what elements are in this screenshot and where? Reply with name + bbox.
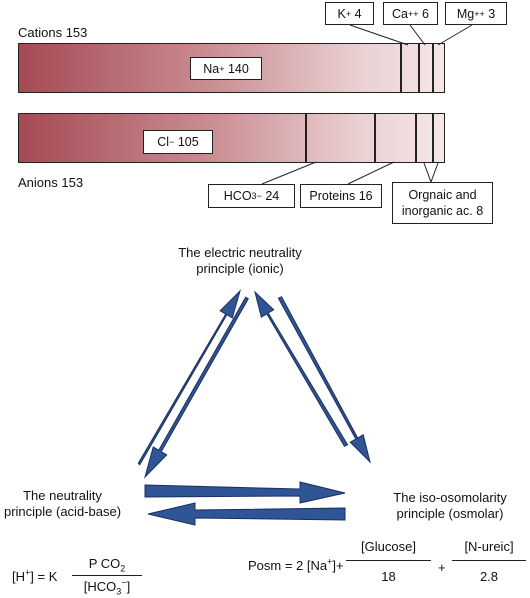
arrow-bottom-right	[144, 481, 346, 504]
h-den-sup: −	[121, 577, 127, 588]
mg-value: 3	[488, 6, 496, 21]
ca-symbol: Ca	[392, 6, 409, 21]
arrow-left-down	[144, 296, 249, 479]
electric-neutrality-label: The electric neutrality principle (ionic…	[165, 245, 315, 277]
mg-box: Mg++ 3	[445, 2, 507, 25]
arrow-left-up	[137, 289, 242, 466]
mg-symbol: Mg	[456, 6, 475, 21]
osm-glucose-denominator: 18	[346, 569, 431, 585]
na-box: Na+ 140	[190, 57, 262, 80]
osm-lhs-post: ]+	[332, 558, 344, 573]
proteins-label: Proteins 16	[309, 189, 373, 203]
h-fraction-line	[72, 575, 142, 576]
h-formula-denominator: [HCO3−]	[72, 577, 142, 597]
osm-urea: [N-ureic]	[464, 539, 514, 554]
iso-osmolarity-label: The iso-osomolarity principle (osmolar)	[385, 490, 515, 522]
cl-symbol: Cl	[157, 135, 170, 149]
osm-formula-lhs: Posm = 2 [Na+]+	[248, 556, 344, 574]
na-value: 140	[227, 61, 249, 76]
ca-connector	[409, 24, 426, 46]
cations-divider-k	[400, 43, 402, 93]
arrow-bottom-left	[147, 502, 346, 526]
osm-plus: +	[438, 560, 446, 575]
proteins-box: Proteins 16	[300, 184, 382, 208]
osm-glucose-den: 18	[381, 569, 396, 584]
mg-connector	[437, 24, 473, 46]
hco3-connector	[261, 161, 317, 185]
osm-glucose: [Glucose]	[361, 539, 416, 554]
h-lhs-post: ] = K	[30, 569, 58, 584]
k-value: 4	[354, 6, 362, 21]
ca-value: 6	[422, 6, 429, 21]
osm-glucose-numerator: [Glucose]	[346, 539, 431, 555]
anions-bar	[18, 113, 445, 163]
cl-box: Cl− 105	[143, 130, 213, 154]
na-symbol: Na	[203, 61, 220, 76]
proteins-connector	[347, 161, 395, 185]
anions-divider-hco3	[305, 113, 307, 163]
anions-label: Anions 153	[18, 175, 84, 190]
h-den-post: ]	[126, 579, 131, 594]
osm-urea-denominator: 2.8	[452, 569, 526, 585]
k-connector	[349, 24, 409, 46]
arrow-right-up	[254, 290, 349, 447]
ca-box: Ca++ 6	[383, 2, 438, 25]
osm-urea-line	[452, 560, 526, 561]
osm-lhs-sup: +	[327, 556, 333, 567]
neutrality-text: The neutrality principle (acid-base)	[3, 488, 122, 519]
organic-connector	[423, 162, 439, 184]
hco3-prefix: HCO	[223, 189, 252, 203]
organic-label: Orgnaic and inorganic ac. 8	[401, 188, 484, 218]
neutrality-label: The neutrality principle (acid-base)	[0, 488, 125, 520]
anions-divider-organic-a	[415, 113, 417, 163]
h-den-sub: 3	[116, 586, 122, 597]
h-lhs-sup: +	[25, 567, 31, 578]
anions-divider-organic-b	[432, 113, 434, 163]
arrow-right-down	[277, 296, 371, 464]
h-formula-numerator: P CO2	[72, 556, 142, 574]
h-lhs-pre: [H	[12, 569, 25, 584]
organic-box: Orgnaic and inorganic ac. 8	[392, 182, 493, 224]
osm-urea-den: 2.8	[479, 569, 499, 584]
cations-divider-ca	[418, 43, 420, 93]
cations-label: Cations 153	[18, 25, 88, 40]
osm-glucose-line	[346, 560, 431, 561]
osm-lhs: Posm = 2 [Na	[248, 558, 328, 573]
h-den-pre: [HCO	[83, 579, 117, 594]
h-formula-lhs: [H+] = K	[12, 567, 58, 585]
cations-divider-mg	[432, 43, 434, 93]
cl-value: 105	[177, 135, 199, 149]
k-symbol: K	[337, 6, 346, 21]
anions-divider-proteins	[374, 113, 376, 163]
k-box: K+ 4	[325, 2, 374, 25]
iso-osmolarity-text: The iso-osomolarity principle (osmolar)	[393, 490, 507, 521]
osm-urea-numerator: [N-ureic]	[452, 539, 526, 555]
electric-neutrality-text: The electric neutrality principle (ionic…	[178, 245, 302, 276]
hco3-value: 24	[265, 189, 280, 203]
h-num-sub: 2	[120, 563, 126, 574]
h-num-pre: P CO	[88, 556, 121, 571]
